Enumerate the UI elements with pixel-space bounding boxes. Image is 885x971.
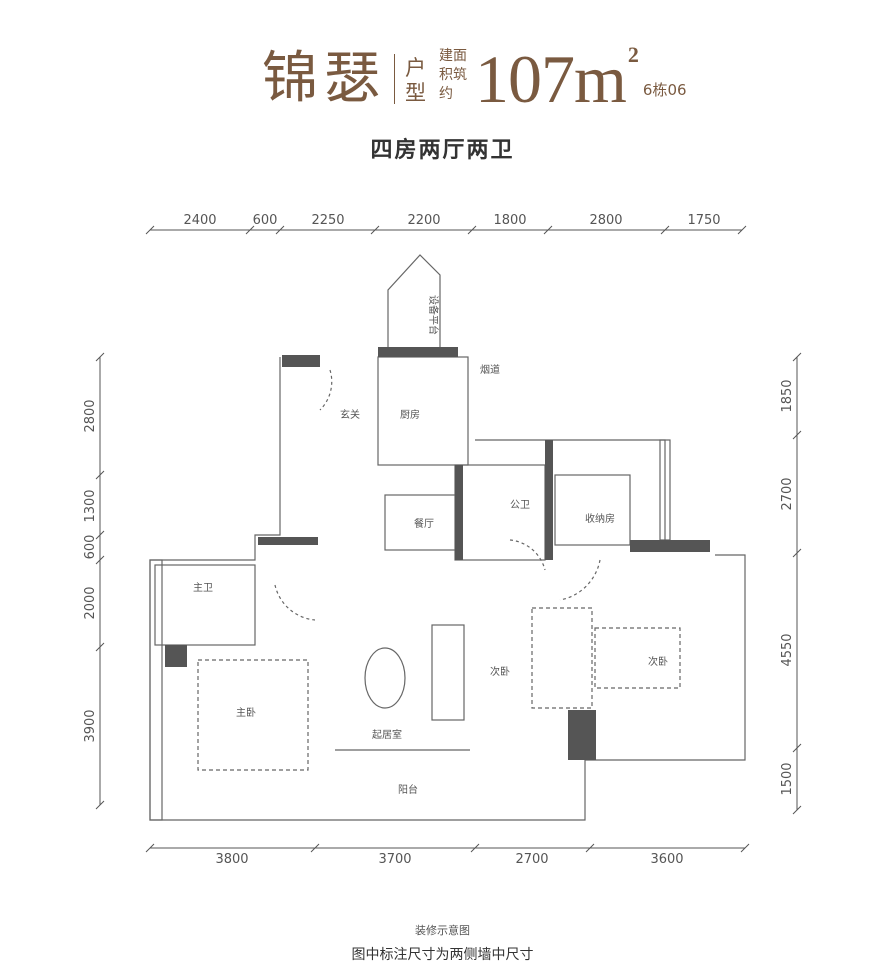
title-divider (394, 54, 395, 104)
dim-bottom: 2700 (515, 852, 548, 867)
dimension-tick (370, 225, 380, 235)
room-bedroom-2: 次卧 (490, 665, 510, 678)
dimension-tick (660, 225, 670, 235)
layout-subtitle: 四房两厅两卫 (370, 137, 515, 163)
dim-top: 1800 (493, 213, 526, 228)
dim-top: 2400 (183, 213, 216, 228)
room-labels: 设备平台 烟道 玄关 厨房 餐厅 公卫 收纳房 主卫 主卧 起居室 次卧 次卧 … (193, 295, 668, 796)
dimension-tick (792, 548, 802, 558)
left-dimensions: 2800 1300 600 2000 3900 (83, 399, 98, 742)
dim-right: 2700 (780, 477, 795, 510)
room-master-bath: 主卫 (193, 582, 213, 594)
area-unit-superscript: 2 (627, 42, 639, 67)
room-living: 起居室 (372, 728, 402, 741)
room-master-bedroom: 主卧 (236, 706, 256, 719)
dimension-tick (737, 225, 747, 235)
unit-type-label: 户型 (405, 56, 426, 105)
area-value: 107m (475, 41, 627, 117)
top-dimensions: 2400 600 2250 2200 1800 2800 1750 (183, 213, 720, 228)
dimension-tick (95, 470, 105, 480)
dim-right: 4550 (780, 633, 795, 666)
structural-columns (165, 347, 710, 760)
dimension-tick (310, 843, 320, 853)
dim-top: 1750 (687, 213, 720, 228)
dim-right: 1850 (780, 379, 795, 412)
room-storage: 收纳房 (585, 512, 615, 525)
dim-left: 3900 (83, 709, 98, 742)
room-dining: 餐厅 (414, 517, 434, 530)
dimension-tick (245, 225, 255, 235)
dimension-tick (543, 225, 553, 235)
room-flue: 烟道 (480, 363, 500, 376)
dimension-tick (95, 800, 105, 810)
dimension-tick (792, 805, 802, 815)
dimension-tick (145, 225, 155, 235)
dimension-tick (792, 430, 802, 440)
dim-bottom: 3700 (378, 852, 411, 867)
dim-top: 2800 (589, 213, 622, 228)
dimension-tick (585, 843, 595, 853)
dim-top: 2200 (407, 213, 440, 228)
room-balcony: 阳台 (398, 783, 418, 796)
dim-top: 600 (253, 213, 278, 228)
right-dimensions: 1850 2700 4550 1500 (780, 379, 795, 795)
walls (149, 254, 746, 821)
dimension-note: 图中标注尺寸为两侧墙中尺寸 (351, 947, 534, 963)
area-label: 建面积筑约 (439, 48, 467, 102)
room-equipment-platform: 设备平台 (427, 295, 440, 335)
room-kitchen: 厨房 (400, 408, 420, 421)
dim-left: 2000 (83, 586, 98, 619)
dimension-tick (95, 642, 105, 652)
room-bedroom-3: 次卧 (648, 655, 668, 668)
building-number: 6栋06 (642, 81, 687, 99)
room-foyer: 玄关 (340, 408, 360, 421)
dimension-tick (740, 843, 750, 853)
dim-bottom: 3800 (215, 852, 248, 867)
dimension-tick (145, 843, 155, 853)
dimension-tick (275, 225, 285, 235)
title-block: 锦瑟 户型 建面积筑约 107m 2 6栋06 (262, 38, 687, 114)
dim-left: 2800 (83, 399, 98, 432)
dim-bottom: 3600 (650, 852, 683, 867)
dimension-tick (95, 352, 105, 362)
room-public-bath: 公卫 (510, 500, 530, 511)
dim-top: 2250 (311, 213, 344, 228)
dimension-tick (467, 225, 477, 235)
dimension-tick (95, 530, 105, 540)
dimension-tick (470, 843, 480, 853)
bottom-dimensions: 3800 3700 2700 3600 (215, 852, 683, 867)
dimension-tick (95, 555, 105, 565)
dim-left: 1300 (83, 489, 98, 522)
dimension-tick (792, 352, 802, 362)
dimension-tick (792, 743, 802, 753)
dim-right: 1500 (780, 762, 795, 795)
unit-name: 锦瑟 (262, 46, 386, 111)
decoration-caption: 装修示意图 (415, 924, 470, 937)
dimension-lines (95, 225, 802, 853)
dim-left: 600 (83, 535, 98, 560)
